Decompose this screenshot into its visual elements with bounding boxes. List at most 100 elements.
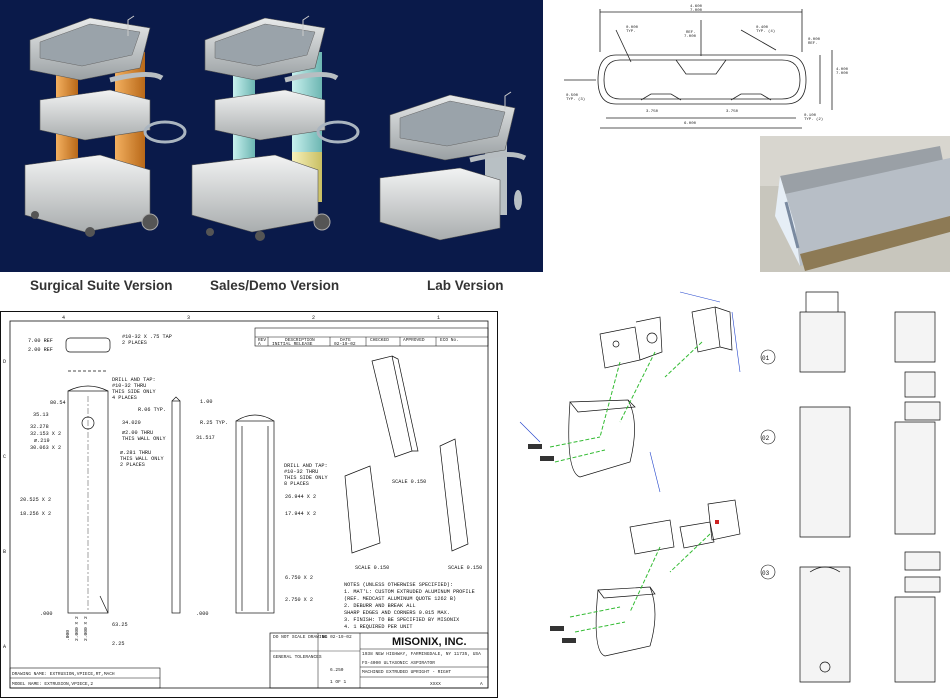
svg-text:7.000: 7.000 (690, 9, 703, 13)
svg-text:4.000: 4.000 (836, 68, 849, 72)
zone-side-c: C (3, 454, 6, 460)
drawing-notes: NOTES (UNLESS OTHERWISE SPECIFIED): 1. M… (344, 582, 475, 630)
revision-block: REV DESCRIPTION DATE CHECKED APPROVED EC… (254, 327, 489, 347)
exploded-assembly-drawing: 01 02 03 (510, 272, 950, 698)
drill-note-2: #10-32 THRU (112, 383, 146, 389)
svg-text:7.000: 7.000 (836, 72, 849, 76)
note-6: 4. 1 REQUIRED PER UNIT (344, 624, 413, 630)
dim-bottom-2000a: 2.000 X 2 (74, 616, 80, 641)
dim-2-750: 2.750 X 2 (285, 597, 313, 603)
drawing-number: XXXX (430, 681, 441, 687)
balloons: 01 02 03 (760, 349, 776, 580)
note-thru-1: ∅2.00 THRU (122, 430, 153, 436)
dim-bottom-2000b: 2.000 X 2 (83, 616, 89, 641)
scale-label-1: SCALE 0.150 (392, 479, 426, 485)
zone-side-d: D (3, 359, 6, 365)
svg-text:REF.: REF. (808, 42, 818, 46)
zone-side-b: B (3, 549, 6, 555)
svg-text:TYP.: TYP. (626, 30, 636, 34)
extrusion-photo (760, 136, 950, 280)
red-marker (715, 520, 719, 524)
svg-text:TYP. (2): TYP. (2) (804, 117, 823, 122)
name-block: DRAWING NAME: EXTRUSION,VPIECE,RT,MACH M… (9, 667, 161, 689)
surgical-suite-cart (24, 15, 187, 237)
part-name: MACHINED EXTRUDED UPRIGHT - RIGHT (362, 669, 451, 675)
balloon-01: 01 (762, 355, 770, 362)
drill-note2-2: #10-32 THRU (284, 469, 318, 475)
zone-top-2: 2 (312, 315, 315, 321)
drill-note2-4: 8 PLACES (284, 481, 309, 487)
note-3: 2. DEBURR AND BREAK ALL (344, 603, 416, 609)
dim-6-750: 6.750 X 2 (285, 575, 313, 581)
caption-lab: Lab Version (427, 278, 504, 293)
svg-text:3.750: 3.750 (646, 110, 659, 114)
dim-31-517: 31.517 (196, 435, 215, 441)
svg-text:TYP. (3): TYP. (3) (566, 97, 585, 102)
sheet-value: 1 OF 1 (330, 679, 347, 685)
balloon-02: 02 (762, 435, 770, 442)
dim-bottom-000: .000 (65, 630, 71, 641)
svg-text:4.600: 4.600 (690, 5, 703, 9)
dim-1-00: 1.00 (200, 399, 212, 405)
date-value: 02-19-02 (334, 341, 356, 347)
part-views-middle (799, 291, 851, 683)
svg-text:0.000: 0.000 (626, 26, 639, 30)
title-date: BG 02-19-02 (322, 634, 352, 640)
dim-30-063: 30.063 X 2 (30, 445, 61, 451)
note-tap-places: 2 PLACES (122, 340, 147, 346)
dim-80-54: 80.54 (50, 400, 66, 406)
svg-text:0.000: 0.000 (808, 38, 821, 42)
company-address: 1938 NEW HIGHWAY, FARMINGDALE, NY 11735,… (362, 651, 481, 657)
sales-demo-cart (191, 15, 360, 241)
eco-header: ECO No. (440, 337, 459, 343)
cart-renders-panel (0, 0, 543, 272)
dim-18-256: 18.256 X 2 (20, 511, 51, 517)
top-hidden-lines (549, 341, 703, 463)
approved-header: APPROVED (403, 337, 425, 343)
drill-note2-1: DRILL AND TAP: (284, 463, 328, 469)
zone-top-1: 1 (437, 315, 440, 321)
dim-7-ref: 7.00 REF (28, 338, 53, 344)
drill-note-4: 4 PLACES (112, 395, 137, 401)
screws-bottom (550, 626, 576, 643)
note-thru2-2: THIS WALL ONLY (120, 456, 164, 462)
dim-r25: R.25 TYP. (200, 420, 228, 426)
note-4: SHARP EDGES AND CORNERS 0.015 MAX. (344, 610, 450, 616)
zone-side-a: A (3, 644, 6, 650)
note-tap: #10-32 X .75 TAP (122, 334, 172, 340)
svg-text:0.100: 0.100 (804, 114, 817, 118)
caption-surgical-suite: Surgical Suite Version (30, 278, 173, 293)
note-thru2-1: ∅.281 THRU (120, 450, 151, 456)
screws-top (528, 444, 554, 461)
drill-note-3: THIS SIDE ONLY (112, 389, 156, 395)
dim-000-left: .000 (40, 611, 52, 617)
dim-000-side: .000 (196, 611, 208, 617)
top-bracket-assembly (568, 306, 733, 478)
note-2: (REF. MEDCAST ALUMINUM QUOTE 1262 B) (344, 596, 456, 602)
dim-17-944: 17.944 X 2 (285, 511, 316, 517)
scale-label-2: SCALE 0.150 (355, 565, 389, 571)
note-thru2-3: 2 PLACES (120, 462, 145, 468)
lab-cart (379, 91, 527, 241)
upright-engineering-drawing: 4 3 2 1 D C B A REV DESCRIPTION DATE CHE… (0, 311, 498, 698)
do-not-scale: DO NOT SCALE DRAWING (273, 634, 327, 640)
model-name: MODEL NAME: EXTRUSION,VPIECE,2 (12, 681, 93, 687)
svg-text:3.750: 3.750 (726, 110, 739, 114)
balloon-03: 03 (762, 570, 770, 577)
top-dimensions (519, 291, 741, 493)
svg-text:6.000: 6.000 (684, 122, 697, 126)
dim-34-020: 34.020 (122, 420, 141, 426)
bottom-hidden-lines (569, 533, 711, 633)
note-0: NOTES (UNLESS OTHERWISE SPECIFIED): (344, 582, 453, 588)
general-tolerances: GENERAL TOLERANCES (273, 654, 322, 660)
dim-63-25: 63.25 (112, 622, 128, 628)
zone-top-4: 4 (62, 315, 65, 321)
rear-view (235, 414, 275, 614)
bottom-bracket-assembly (595, 499, 741, 657)
svg-text:0.400: 0.400 (756, 26, 769, 30)
dim-2-ref: 2.00 REF (28, 347, 53, 353)
drill-note-1: DRILL AND TAP: (112, 377, 156, 383)
dim-35-13: 35.13 (33, 412, 49, 418)
product-name: FS-4000 ULTASONIC ASPIRATOR (362, 660, 435, 666)
